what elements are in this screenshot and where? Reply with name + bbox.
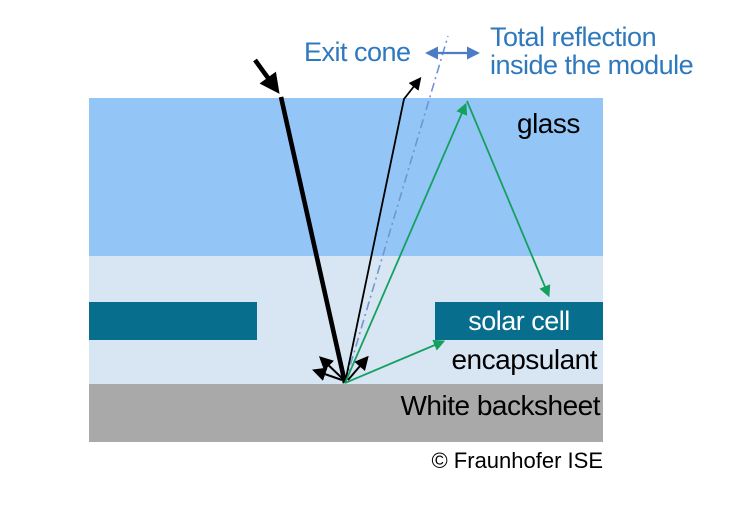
white-backsheet-label: White backsheet [400, 390, 601, 421]
solar-cell-right [435, 302, 603, 340]
green-ray-reflected-arrow [466, 100, 551, 298]
solar-cell-label-box: solar cell [435, 302, 603, 340]
solar-cell-label: solar cell [468, 305, 570, 336]
scatter-ray-left-arrow [312, 367, 343, 381]
exit-cone-ray-arrow [344, 77, 422, 384]
incident-ray-arrow [253, 58, 280, 94]
white-backsheet-layer [89, 384, 603, 442]
encapsulant-label: encapsulant [451, 344, 597, 375]
green-ray-up-arrow [344, 102, 468, 384]
exit-cone-label: Exit cone [304, 37, 411, 67]
critical-angle-line [344, 35, 449, 384]
glass-label: glass [517, 108, 580, 139]
refracted-ray [278, 96, 348, 384]
solar-cell-left [89, 302, 257, 340]
glass-layer [89, 98, 603, 256]
scatter-ray-upleft-arrow [318, 356, 345, 381]
scatter-ray-upright-arrow [347, 355, 369, 381]
copyright-label: © Fraunhofer ISE [431, 448, 603, 473]
total-reflection-label: Total reflection inside the module [490, 22, 694, 80]
green-ray-to-cell-arrow [344, 339, 446, 384]
